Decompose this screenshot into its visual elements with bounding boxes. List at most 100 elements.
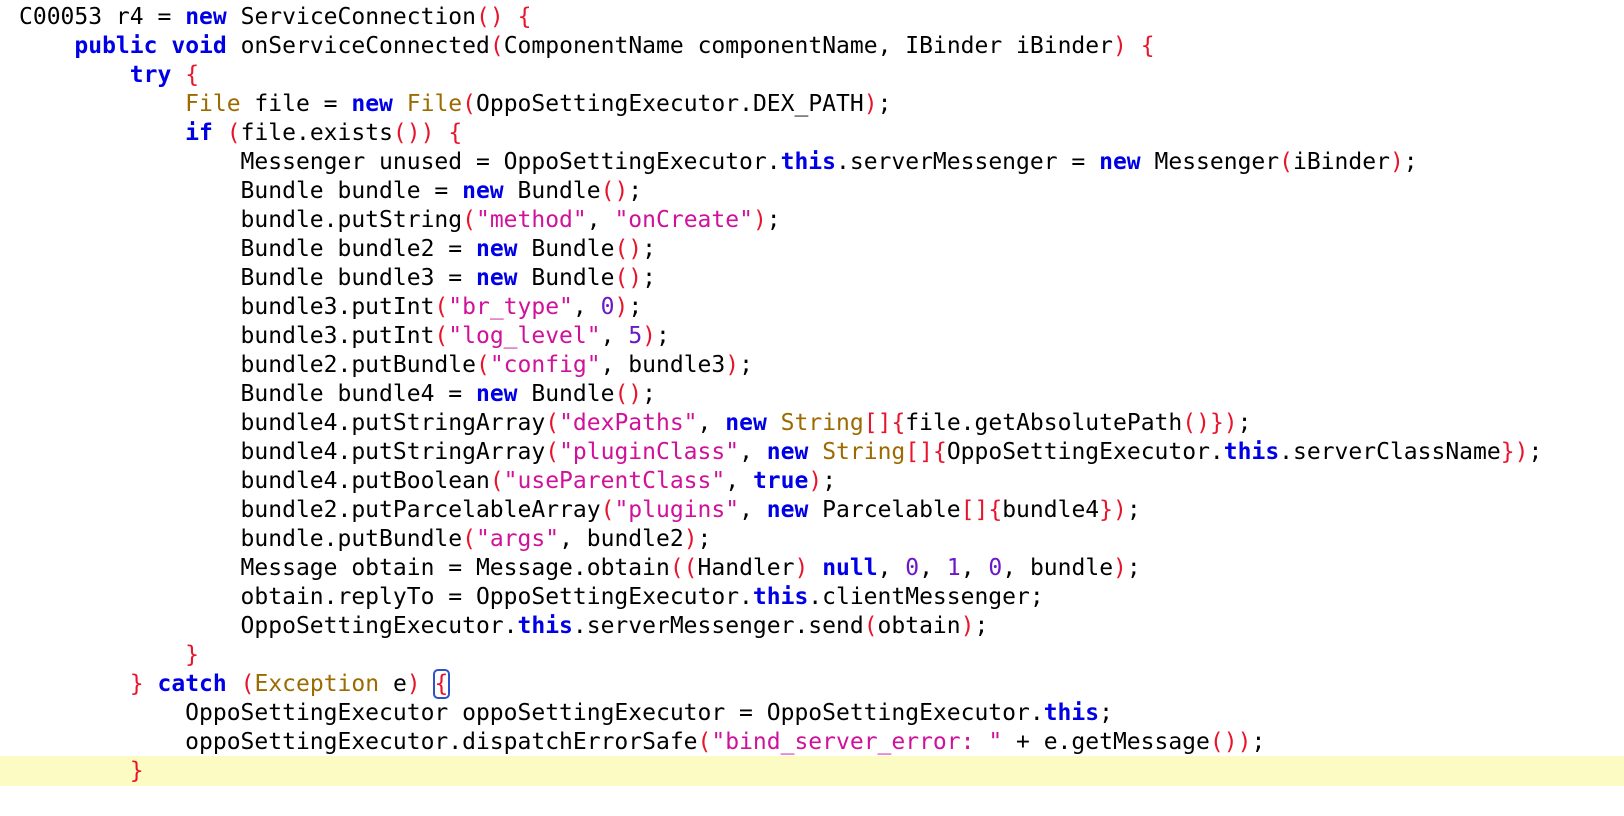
code-token: ; (628, 178, 643, 204)
code-token: ) (1389, 149, 1404, 175)
code-line[interactable]: bundle.putString("method", "onCreate"); (0, 205, 1624, 235)
code-token: ; (1126, 497, 1141, 523)
code-line-text: bundle2.putParcelableArray("plugins", ne… (19, 495, 1141, 525)
current-code-line[interactable]: } (0, 756, 1624, 786)
code-line[interactable]: } (0, 640, 1624, 670)
code-line[interactable]: OppoSettingExecutor oppoSettingExecutor … (0, 698, 1624, 728)
code-token: obtain.replyTo = OppoSettingExecutor. (19, 584, 753, 610)
code-line[interactable]: Message obtain = Message.obtain((Handler… (0, 553, 1624, 583)
code-token (19, 33, 74, 59)
code-token: ( (863, 613, 878, 639)
code-token: ; (1099, 700, 1113, 726)
code-line-text: OppoSettingExecutor.this.serverMessenger… (19, 611, 989, 641)
code-token: new (475, 381, 518, 407)
code-token: () (614, 265, 643, 291)
code-token: []{ (960, 497, 1003, 523)
code-token: File (185, 91, 241, 117)
code-line[interactable]: bundle3.putInt("br_type", 0); (0, 292, 1624, 322)
code-token: ( (489, 33, 504, 59)
code-token: Exception (254, 671, 380, 697)
code-token: ; (642, 381, 657, 407)
code-token: OppoSettingExecutor. (19, 613, 518, 639)
code-line[interactable]: bundle.putBundle("args", bundle2); (0, 524, 1624, 554)
code-token: , (600, 323, 629, 349)
code-token: Message obtain = Message.obtain (19, 555, 670, 581)
code-token: bundle4.putBoolean (19, 468, 490, 494)
code-token: new (725, 410, 767, 436)
code-token: ( (434, 294, 449, 320)
code-line-text: } (19, 640, 199, 670)
code-token: ( (697, 729, 712, 755)
code-line[interactable]: } catch (Exception e) { (0, 669, 1624, 699)
code-line[interactable]: obtain.replyTo = OppoSettingExecutor.thi… (0, 582, 1624, 612)
code-token: String (822, 439, 906, 465)
code-token: () (476, 4, 504, 30)
code-token: ( (226, 120, 241, 146)
code-token: "config" (489, 352, 601, 378)
code-token: , bundle3 (600, 352, 726, 378)
code-token: "log_level" (448, 323, 601, 349)
code-token: + e.getMessage (1002, 729, 1210, 755)
code-token: Bundle (517, 236, 615, 262)
code-token: 0 (905, 555, 920, 581)
code-token (144, 671, 158, 697)
code-line[interactable]: bundle3.putInt("log_level", 5); (0, 321, 1624, 351)
code-token: (( (669, 555, 698, 581)
code-token: }) (1500, 439, 1529, 465)
code-line[interactable]: OppoSettingExecutor.this.serverMessenger… (0, 611, 1624, 641)
code-line-text: Messenger unused = OppoSettingExecutor.t… (19, 147, 1418, 177)
code-token: ( (462, 526, 476, 552)
code-line[interactable]: Bundle bundle = new Bundle(); (0, 176, 1624, 206)
code-line[interactable]: Bundle bundle3 = new Bundle(); (0, 263, 1624, 293)
code-token: obtain (877, 613, 961, 639)
code-line[interactable]: bundle4.putStringArray("pluginClass", ne… (0, 437, 1624, 467)
code-token: Parcelable (808, 497, 961, 523)
code-token: try (129, 62, 172, 88)
code-line[interactable]: try { (0, 60, 1624, 90)
code-line[interactable]: bundle2.putBundle("config", bundle3); (0, 350, 1624, 380)
code-token: this (752, 584, 809, 610)
code-line[interactable]: bundle4.putStringArray("dexPaths", new S… (0, 408, 1624, 438)
code-line[interactable]: oppoSettingExecutor.dispatchErrorSafe("b… (0, 727, 1624, 757)
code-token: Messenger unused = OppoSettingExecutor. (19, 149, 781, 175)
code-line[interactable]: if (file.exists()) { (0, 118, 1624, 148)
code-token: OppoSettingExecutor.DEX_PATH (476, 91, 864, 117)
code-line[interactable]: File file = new File(OppoSettingExecutor… (0, 89, 1624, 119)
matching-brace: { (432, 669, 451, 699)
code-token: bundle4.putStringArray (19, 410, 546, 436)
code-token: "useParentClass" (503, 468, 726, 494)
code-line-text: bundle2.putBundle("config", bundle3); (19, 350, 753, 380)
code-token: ( (434, 323, 449, 349)
code-line[interactable]: Bundle bundle4 = new Bundle(); (0, 379, 1624, 409)
code-token: ; (628, 294, 643, 320)
code-token: void (171, 33, 227, 59)
code-token: iBinder (1293, 149, 1390, 175)
code-token: ( (489, 468, 504, 494)
code-line[interactable]: bundle4.putBoolean("useParentClass", tru… (0, 466, 1624, 496)
code-line[interactable]: Bundle bundle2 = new Bundle(); (0, 234, 1624, 264)
code-token: new (475, 236, 518, 262)
code-token: Bundle (503, 178, 601, 204)
code-token: ; (1528, 439, 1543, 465)
code-line-text: bundle3.putInt("br_type", 0); (19, 292, 643, 322)
code-line-text: Bundle bundle3 = new Bundle(); (19, 263, 656, 293)
code-token: OppoSettingExecutor. (946, 439, 1224, 465)
code-token: () (614, 236, 643, 262)
code-token: , (586, 207, 615, 233)
code-line-text: bundle3.putInt("log_level", 5); (19, 321, 670, 351)
code-token: bundle.putString (19, 207, 463, 233)
code-line-text: Bundle bundle2 = new Bundle(); (19, 234, 656, 264)
code-token: ) (642, 323, 657, 349)
code-line-text: } (19, 756, 144, 786)
code-token: new (1099, 149, 1141, 175)
code-line-text: bundle.putString("method", "onCreate"); (19, 205, 781, 235)
code-token: this (517, 613, 573, 639)
code-token: , bundle2 (559, 526, 684, 552)
code-line[interactable]: Messenger unused = OppoSettingExecutor.t… (0, 147, 1624, 177)
code-line[interactable]: bundle2.putParcelableArray("plugins", ne… (0, 495, 1624, 525)
code-line[interactable]: public void onServiceConnected(Component… (0, 31, 1624, 61)
code-token (157, 33, 171, 59)
code-token: ( (240, 671, 255, 697)
code-line[interactable]: C00053 r4 = new ServiceConnection() { (0, 2, 1624, 32)
